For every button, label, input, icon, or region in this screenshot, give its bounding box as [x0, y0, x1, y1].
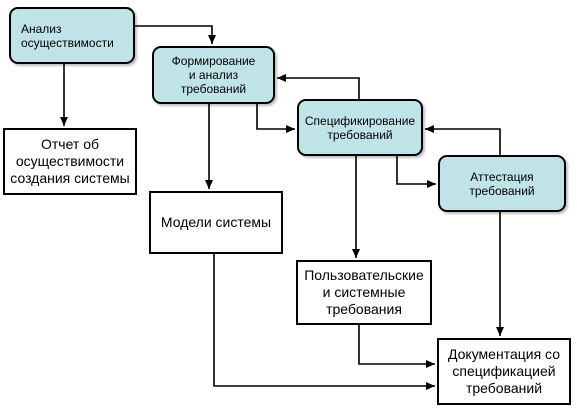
arrow-userreq-to-document [358, 325, 435, 368]
output-requirements-document: Документация со спецификацией требований [437, 338, 571, 405]
process-feasibility-analysis: Анализ осуществимости [9, 7, 135, 64]
output-user-system-requirements: Пользовательские и системные требования [296, 260, 432, 325]
process-requirements-specification: Спецификирование требований [297, 99, 423, 156]
process-requirements-elicitation: Формирование и анализ требований [152, 46, 275, 104]
process-requirements-validation: Аттестация требований [438, 155, 566, 212]
arrow-specification-to-validation [396, 156, 436, 188]
arrow-elicitation-to-specification [256, 104, 295, 133]
output-system-models: Модели системы [149, 191, 283, 254]
arrow-feasibility-to-elicitation [135, 25, 216, 44]
output-feasibility-report: Отчет об осуществимости создания системы [3, 128, 137, 195]
arrow-specification-to-elicitation [277, 74, 360, 99]
arrow-models-to-document [213, 254, 435, 390]
arrow-validation-to-specification [425, 125, 501, 155]
